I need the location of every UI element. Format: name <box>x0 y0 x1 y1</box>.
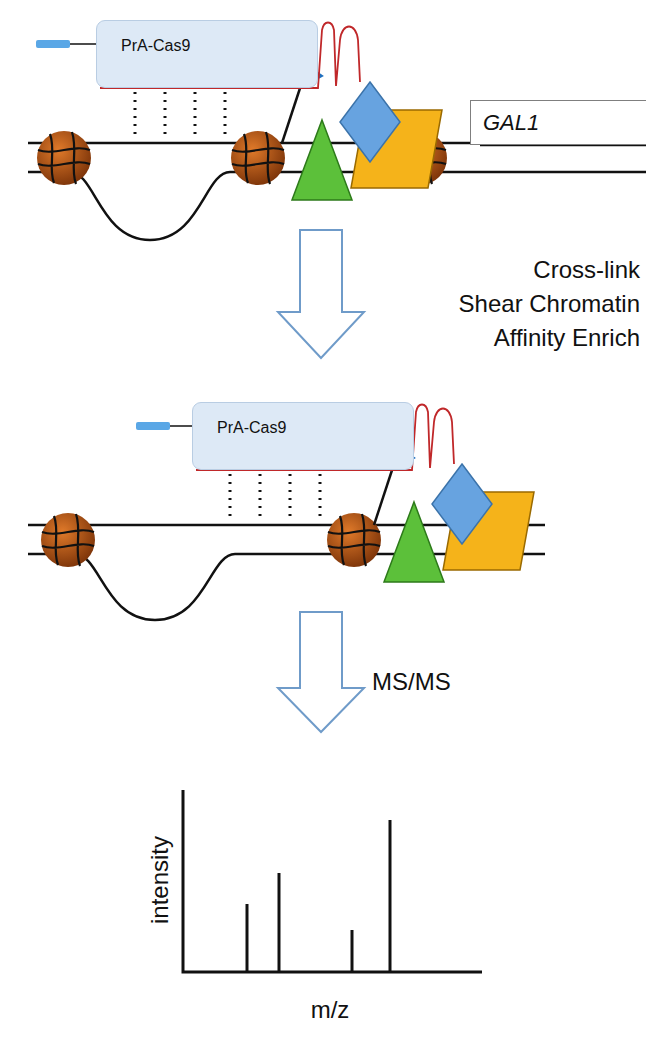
node-text: PrA-Cas9 <box>217 419 286 437</box>
cas9-protein-box: PrA-Cas9 <box>192 402 414 470</box>
node-text: GAL1 <box>483 110 539 136</box>
axis-label: m/z <box>311 996 350 1024</box>
step-label: Affinity Enrich <box>494 324 640 352</box>
step-label: Shear Chromatin <box>459 290 640 318</box>
axis-label: intensity <box>146 836 174 924</box>
process-arrow <box>278 612 364 732</box>
process-arrow <box>278 230 364 358</box>
cas9-protein-box: PrA-Cas9 <box>96 20 318 88</box>
step-label: MS/MS <box>372 668 451 696</box>
gene-box: GAL1 <box>470 100 646 145</box>
step-label: Cross-link <box>533 256 640 284</box>
node-text: PrA-Cas9 <box>121 37 190 55</box>
ms-spectrum <box>183 790 482 972</box>
